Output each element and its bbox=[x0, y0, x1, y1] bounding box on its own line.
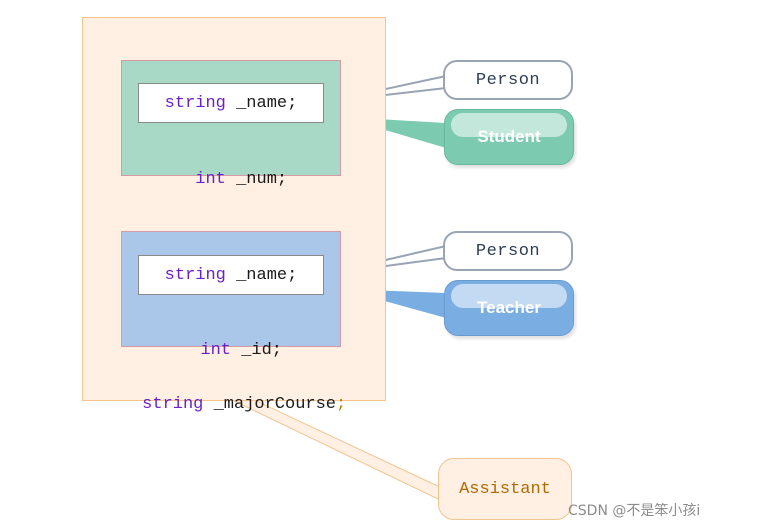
major-course-type: string bbox=[142, 395, 204, 414]
student-name-type: string bbox=[164, 93, 226, 113]
teacher-callout-label: Teacher bbox=[477, 298, 541, 317]
assistant-callout: Assistant bbox=[438, 458, 572, 520]
teacher-callout: Teacher bbox=[444, 280, 574, 336]
student-callout: Student bbox=[444, 109, 574, 165]
teacher-id-field: _id; bbox=[231, 341, 283, 360]
student-num-member: int _num; bbox=[121, 151, 341, 189]
major-course-semicolon: ; bbox=[336, 395, 347, 414]
person-callout-bottom: Person bbox=[443, 231, 573, 271]
student-name-member: string _name; bbox=[138, 83, 324, 123]
student-num-type: int bbox=[195, 170, 226, 189]
teacher-name-type: string bbox=[164, 265, 226, 285]
teacher-name-field: _name; bbox=[225, 265, 298, 285]
student-callout-label: Student bbox=[477, 127, 541, 146]
major-course-field: _majorCourse bbox=[203, 395, 337, 414]
teacher-id-type: int bbox=[200, 341, 231, 360]
student-name-field: _name; bbox=[225, 93, 298, 113]
major-course-member: string _majorCourse; bbox=[82, 376, 386, 414]
person-callout-top: Person bbox=[443, 60, 573, 100]
teacher-id-member: int _id; bbox=[121, 322, 341, 360]
student-num-field: _num; bbox=[225, 170, 288, 189]
watermark: CSDN @不是笨小孩i bbox=[568, 503, 701, 519]
teacher-name-member: string _name; bbox=[138, 255, 324, 295]
